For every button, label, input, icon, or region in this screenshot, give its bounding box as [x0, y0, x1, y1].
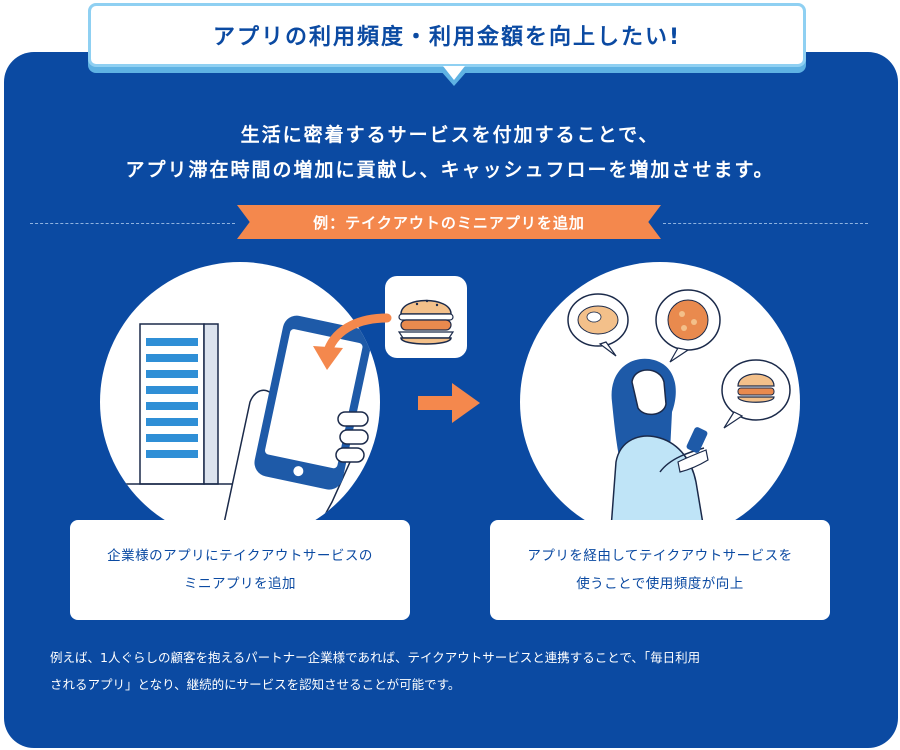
divider-right — [663, 223, 868, 224]
burger-icon — [397, 299, 455, 345]
right-illustration — [520, 262, 800, 542]
woman-with-phone-icon — [609, 358, 709, 542]
footnote-line-2: されるアプリ」となり、継続的にサービスを認知させることが可能です。 — [50, 677, 461, 692]
page-title: アプリの利用頻度・利用金額を向上したい! — [212, 25, 682, 50]
smartphone-icon — [254, 315, 372, 490]
example-label: 例：テイクアウトのミニアプリを追加 — [313, 213, 585, 232]
left-illustration — [100, 262, 380, 542]
left-caption-line-1: 企業様のアプリにテイクアウトサービスの — [107, 548, 373, 564]
right-caption-line-1: アプリを経由してテイクアウトサービスを — [527, 548, 793, 564]
right-caption-line-2: 使うことで使用頻度が向上 — [576, 576, 744, 592]
example-tag: 例：テイクアウトのミニアプリを追加 — [237, 205, 661, 239]
food-thought-bubble-icon — [567, 289, 791, 429]
footnote-line-1: 例えば、1人ぐらしの顧客を抱えるパートナー企業様であれば、テイクアウトサービスと… — [50, 650, 701, 665]
title-bubble-tail-inner — [443, 66, 465, 80]
divider-left — [30, 223, 235, 224]
headline-line-2: アプリ滞在時間の増加に貢献し、キャッシュフローを増加させます。 — [125, 159, 775, 181]
footnote: 例えば、1人ぐらしの顧客を抱えるパートナー企業様であれば、テイクアウトサービスと… — [50, 644, 870, 698]
right-arrow-icon — [418, 383, 480, 423]
left-caption-line-2: ミニアプリを追加 — [184, 576, 296, 592]
burger-card — [385, 276, 467, 358]
curved-arrow-icon — [313, 313, 392, 370]
headline-line-1: 生活に密着するサービスを付加することで、 — [240, 124, 660, 146]
left-caption: 企業様のアプリにテイクアウトサービスの ミニアプリを追加 — [70, 520, 410, 620]
title-bubble: アプリの利用頻度・利用金額を向上したい! — [88, 3, 806, 67]
building-icon — [100, 323, 260, 485]
headline: 生活に密着するサービスを付加することで、 アプリ滞在時間の増加に貢献し、キャッシ… — [0, 118, 900, 188]
right-caption: アプリを経由してテイクアウトサービスを 使うことで使用頻度が向上 — [490, 520, 830, 620]
